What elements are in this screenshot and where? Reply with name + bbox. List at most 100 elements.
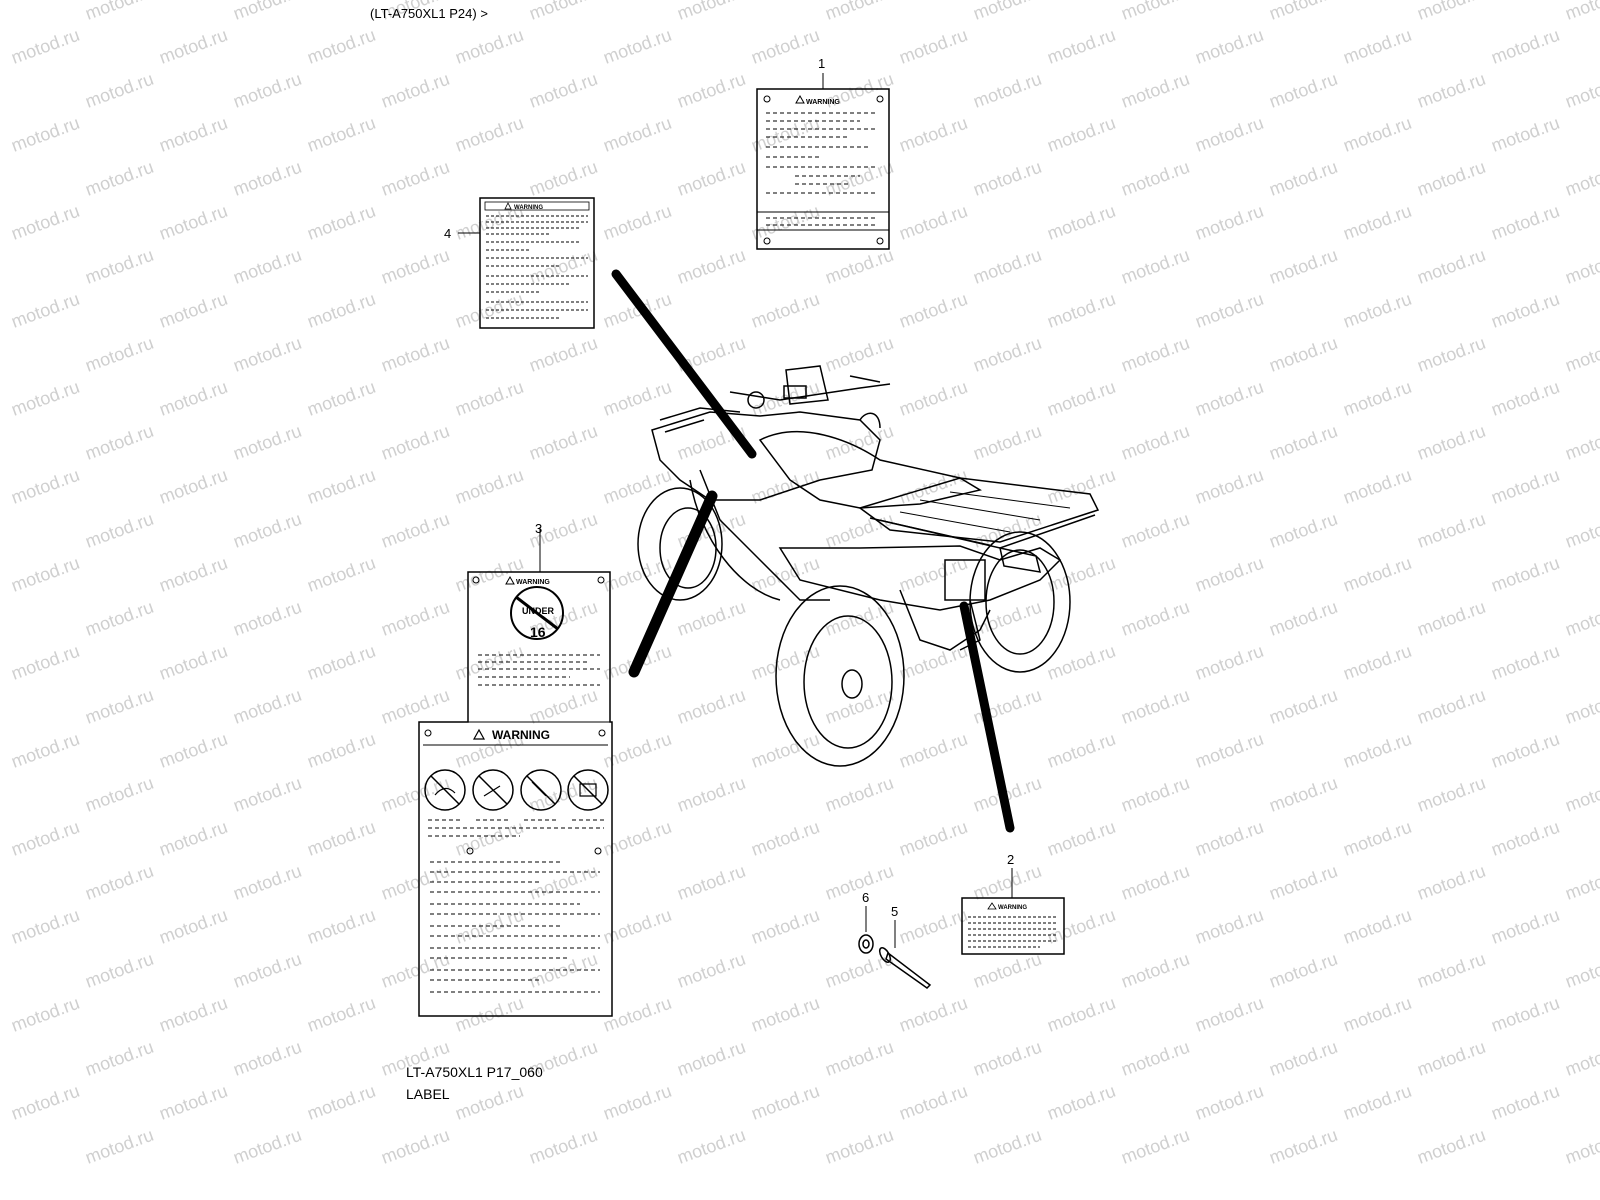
watermark-text: motod.ru (1489, 113, 1563, 156)
watermark-text: motod.ru (1415, 685, 1489, 728)
watermark-text: motod.ru (749, 729, 823, 772)
watermark-text: motod.ru (675, 597, 749, 640)
watermark-text: motod.ru (1341, 465, 1415, 508)
watermark-text: motod.ru (1563, 0, 1600, 24)
watermark-text: motod.ru (1415, 421, 1489, 464)
watermark-text: motod.ru (823, 1037, 897, 1080)
watermark-text: motod.ru (527, 69, 601, 112)
watermark-text: motod.ru (9, 113, 83, 156)
watermark-text: motod.ru (527, 333, 601, 376)
watermark-text: motod.ru (897, 993, 971, 1036)
label-3-part (418, 527, 613, 1017)
watermark-text: motod.ru (305, 201, 379, 244)
watermark-text: motod.ru (1341, 993, 1415, 1036)
watermark-text: motod.ru (749, 289, 823, 332)
watermark-text: motod.ru (83, 0, 157, 24)
watermark-text: motod.ru (1045, 817, 1119, 860)
watermark-text: motod.ru (1193, 553, 1267, 596)
label-3-warning-text-top: WARNING (516, 579, 550, 586)
watermark-text: motod.ru (1045, 289, 1119, 332)
watermark-text: motod.ru (1193, 201, 1267, 244)
label-1-warning-text: WARNING (806, 99, 840, 106)
watermark-text: motod.ru (1267, 245, 1341, 288)
watermark-text: motod.ru (1489, 729, 1563, 772)
watermark-text: motod.ru (1563, 861, 1600, 904)
label-2-part (961, 868, 1065, 955)
watermark-text: motod.ru (1267, 597, 1341, 640)
watermark-text: motod.ru (675, 157, 749, 200)
watermark-text: motod.ru (675, 1125, 749, 1168)
watermark-text: motod.ru (1119, 861, 1193, 904)
watermark-text: motod.ru (1193, 465, 1267, 508)
watermark-text: motod.ru (823, 773, 897, 816)
watermark-text: motod.ru (1489, 817, 1563, 860)
watermark-text: motod.ru (1489, 25, 1563, 68)
watermark-text: motod.ru (305, 993, 379, 1036)
watermark-text: motod.ru (1563, 69, 1600, 112)
label-4-warning-text: WARNING (514, 205, 543, 211)
watermark-text: motod.ru (823, 861, 897, 904)
label-1-part (756, 73, 890, 250)
watermark-text: motod.ru (1341, 377, 1415, 420)
watermark-text: motod.ru (83, 245, 157, 288)
watermark-text: motod.ru (9, 641, 83, 684)
watermark-text: motod.ru (749, 905, 823, 948)
watermark-text: motod.ru (1489, 377, 1563, 420)
watermark-text: motod.ru (971, 333, 1045, 376)
watermark-text: motod.ru (897, 289, 971, 332)
watermark-text: motod.ru (157, 465, 231, 508)
callout-3: 3 (535, 521, 543, 536)
watermark-text: motod.ru (1193, 905, 1267, 948)
watermark-text: motod.ru (305, 465, 379, 508)
watermark-text: motod.ru (1119, 333, 1193, 376)
watermark-text: motod.ru (971, 245, 1045, 288)
watermark-text: motod.ru (897, 817, 971, 860)
watermark-text: motod.ru (749, 465, 823, 508)
watermark-text: motod.ru (1119, 0, 1193, 24)
watermark-text: motod.ru (1045, 113, 1119, 156)
watermark-text: motod.ru (453, 553, 527, 596)
watermark-text: motod.ru (231, 421, 305, 464)
watermark-text: motod.ru (1119, 773, 1193, 816)
watermark-text: motod.ru (1489, 465, 1563, 508)
watermark-text: motod.ru (379, 861, 453, 904)
watermark-text: motod.ru (1119, 421, 1193, 464)
watermark-text: motod.ru (1193, 113, 1267, 156)
watermark-text: motod.ru (601, 465, 675, 508)
watermark-text: motod.ru (1267, 949, 1341, 992)
watermark-text: motod.ru (1341, 1081, 1415, 1124)
watermark-text: motod.ru (1341, 113, 1415, 156)
watermark-text: motod.ru (1045, 25, 1119, 68)
callout-5: 5 (891, 904, 899, 919)
watermark-text: motod.ru (897, 905, 971, 948)
watermark-text: motod.ru (971, 69, 1045, 112)
watermark-text: motod.ru (1045, 553, 1119, 596)
callout-4: 4 (444, 226, 452, 241)
watermark-text: motod.ru (231, 685, 305, 728)
watermark-text: motod.ru (379, 157, 453, 200)
watermark-text: motod.ru (1415, 1125, 1489, 1168)
watermark-text: motod.ru (1267, 157, 1341, 200)
watermark-text: motod.ru (231, 157, 305, 200)
watermark-text: motod.ru (1341, 553, 1415, 596)
watermark-text: motod.ru (453, 113, 527, 156)
watermark-text: motod.ru (1045, 201, 1119, 244)
watermark-text: motod.ru (1563, 949, 1600, 992)
watermark-text: motod.ru (823, 421, 897, 464)
watermark-text: motod.ru (453, 993, 527, 1036)
watermark-text: motod.ru (9, 289, 83, 332)
watermark-text: motod.ru (231, 509, 305, 552)
callout-1: 1 (818, 56, 826, 71)
watermark-text: motod.ru (1489, 1081, 1563, 1124)
watermark-text: motod.ru (453, 377, 527, 420)
watermark-text: motod.ru (1119, 685, 1193, 728)
watermark-text: motod.ru (1045, 729, 1119, 772)
watermark-text: motod.ru (305, 25, 379, 68)
label-3-age-text: 16 (530, 624, 546, 640)
watermark-text: motod.ru (1119, 509, 1193, 552)
watermark-text: motod.ru (527, 0, 601, 24)
watermark-text: motod.ru (9, 377, 83, 420)
watermark-text: motod.ru (823, 509, 897, 552)
watermark-text: motod.ru (1267, 509, 1341, 552)
